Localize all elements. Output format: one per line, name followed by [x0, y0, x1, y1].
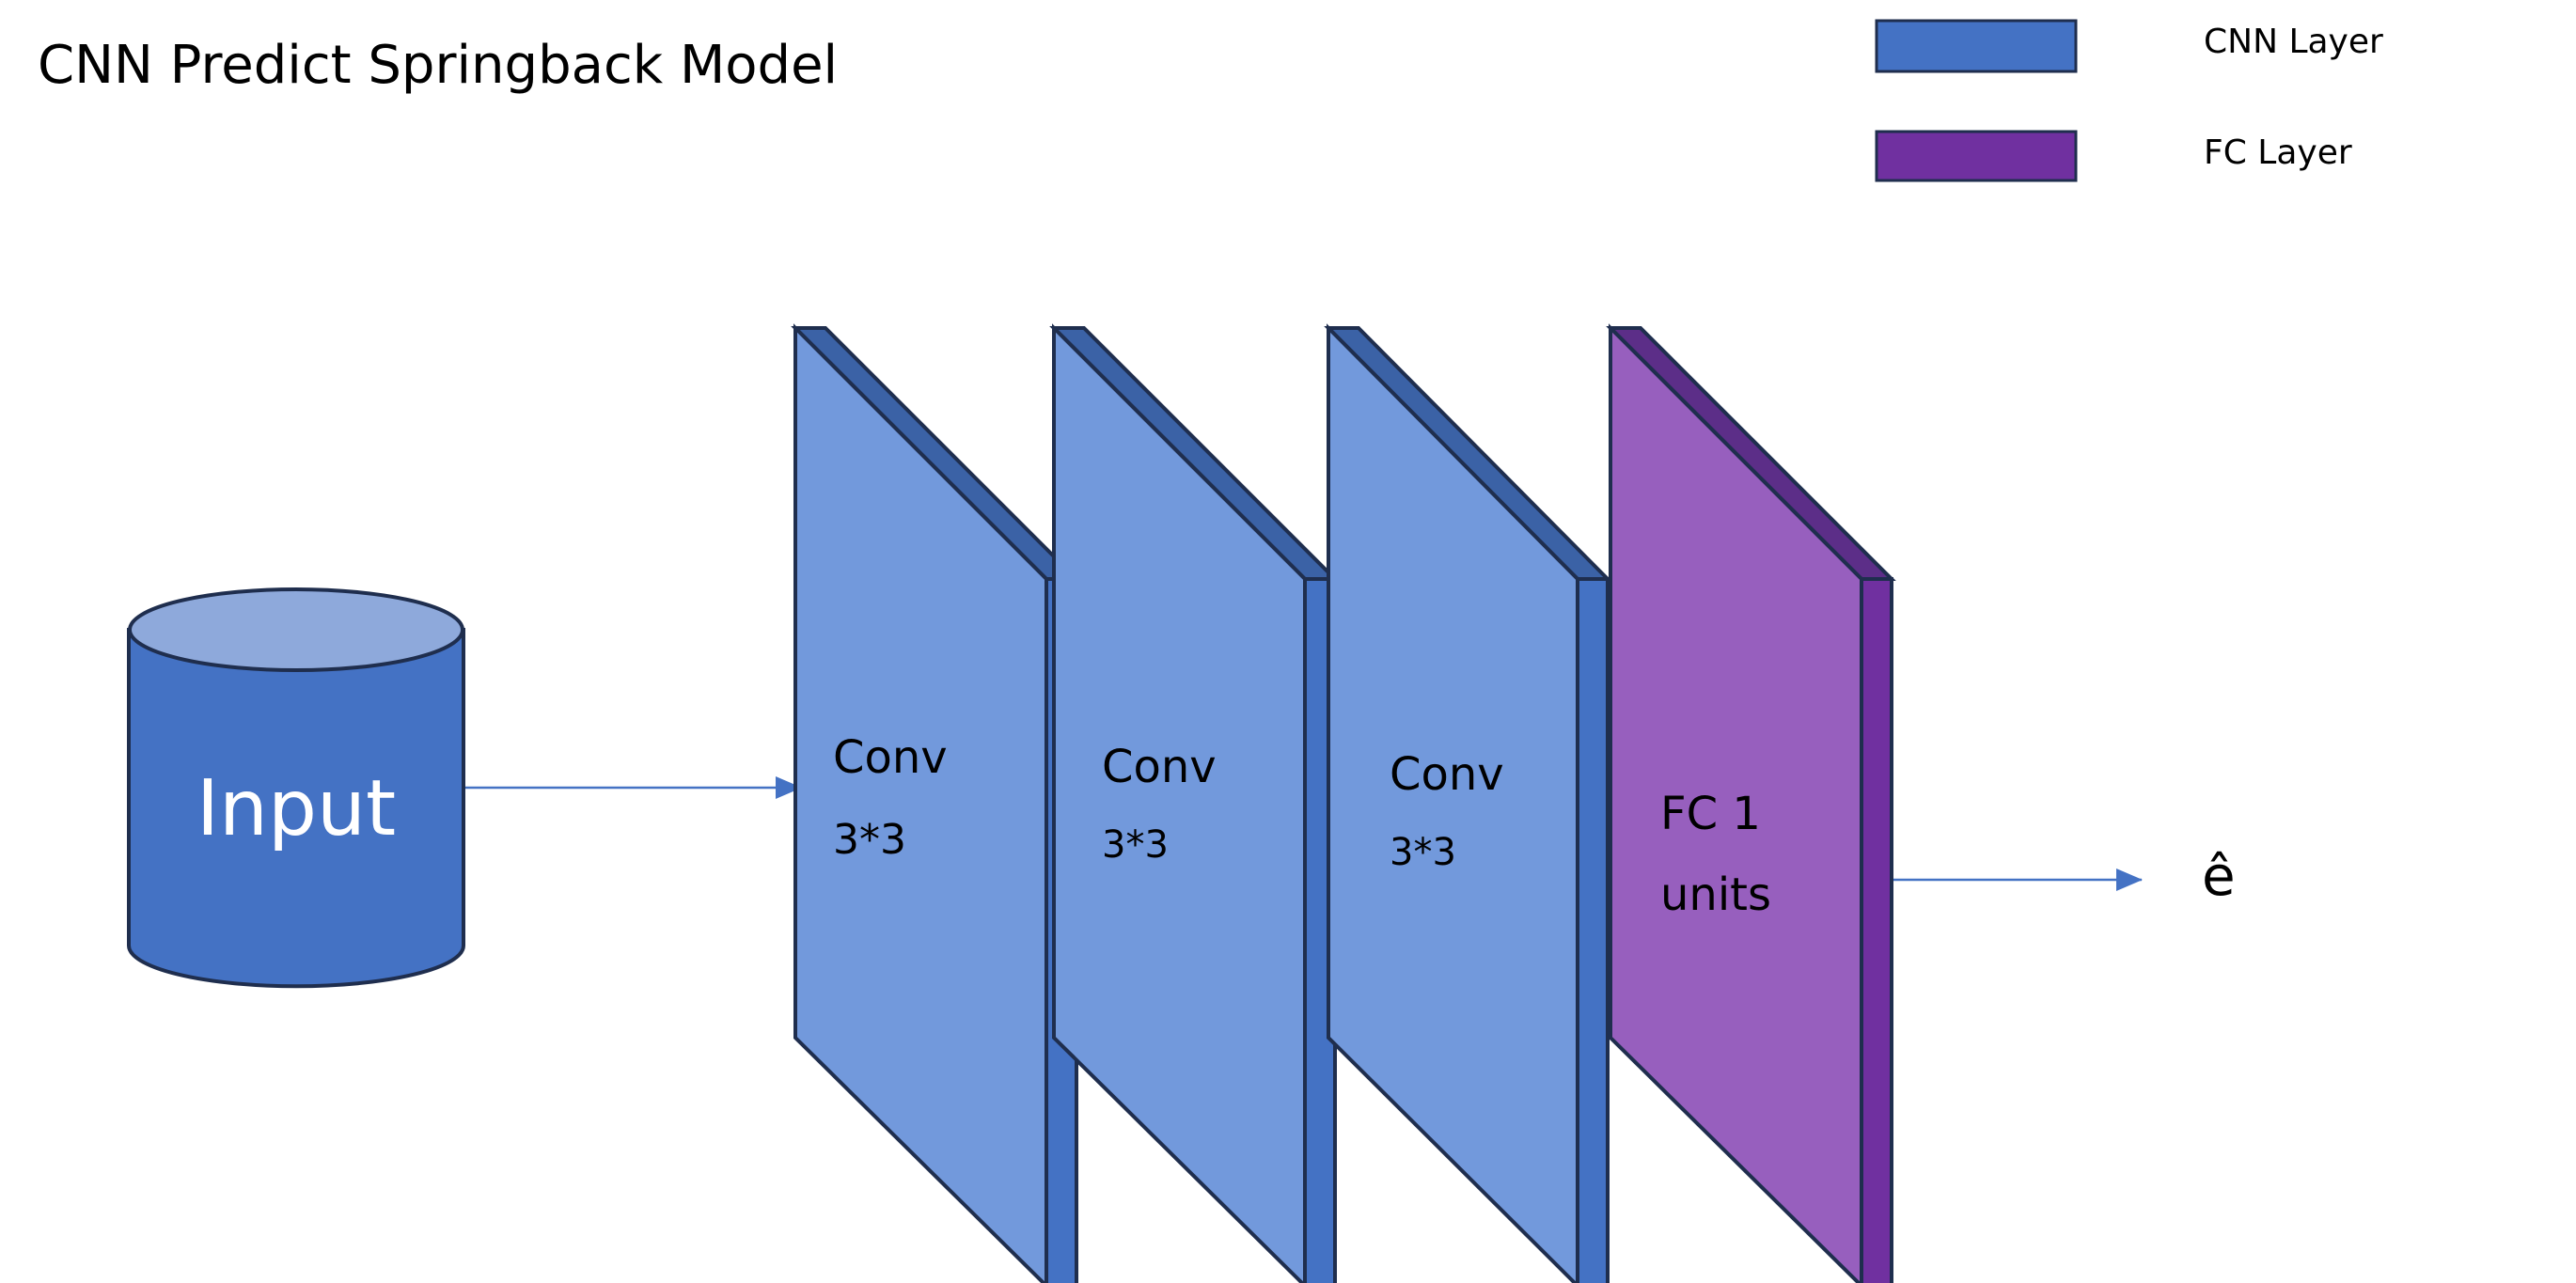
output-label: ê	[2202, 844, 2236, 908]
legend: CNN Layer FC Layer	[1875, 19, 2383, 182]
layer-label-4-line2: units	[1660, 868, 1771, 921]
layer-label-3-line1: Conv	[1390, 748, 1504, 801]
layer-label-3-line2: 3*3	[1390, 831, 1456, 874]
layer-block-2: Conv 3*3	[1049, 323, 1340, 1283]
cylinder-body	[127, 628, 465, 989]
layer-side-4	[1860, 577, 1893, 1283]
layer-label-4-line1: FC 1	[1660, 788, 1761, 840]
layer-label-1-line1: Conv	[833, 731, 948, 784]
layer-face-3	[1327, 323, 1579, 1283]
layer-block-3: Conv 3*3	[1324, 323, 1612, 1283]
layer-face-2	[1052, 323, 1307, 1283]
layer-block-4: FC 1 units	[1606, 323, 1896, 1283]
diagram-title: CNN Predict Springback Model	[38, 35, 838, 96]
layer-label-1-line2: 3*3	[833, 816, 906, 864]
input-label: Input	[196, 764, 396, 853]
legend-label-cnn: CNN Layer	[2204, 23, 2383, 61]
legend-label-fc: FC Layer	[2204, 133, 2352, 172]
legend-swatch-fc	[1875, 130, 2078, 182]
legend-swatch-cnn	[1875, 19, 2078, 73]
layer-block-1: Conv 3*3	[791, 323, 1081, 1283]
input-cylinder: Input	[127, 587, 465, 989]
layer-side-3	[1576, 577, 1610, 1283]
layer-face-4	[1609, 323, 1863, 1283]
layer-label-2-line1: Conv	[1102, 741, 1217, 793]
layer-label-2-line2: 3*3	[1102, 823, 1169, 867]
layer-face-1	[793, 323, 1048, 1283]
cylinder-top	[128, 587, 464, 672]
